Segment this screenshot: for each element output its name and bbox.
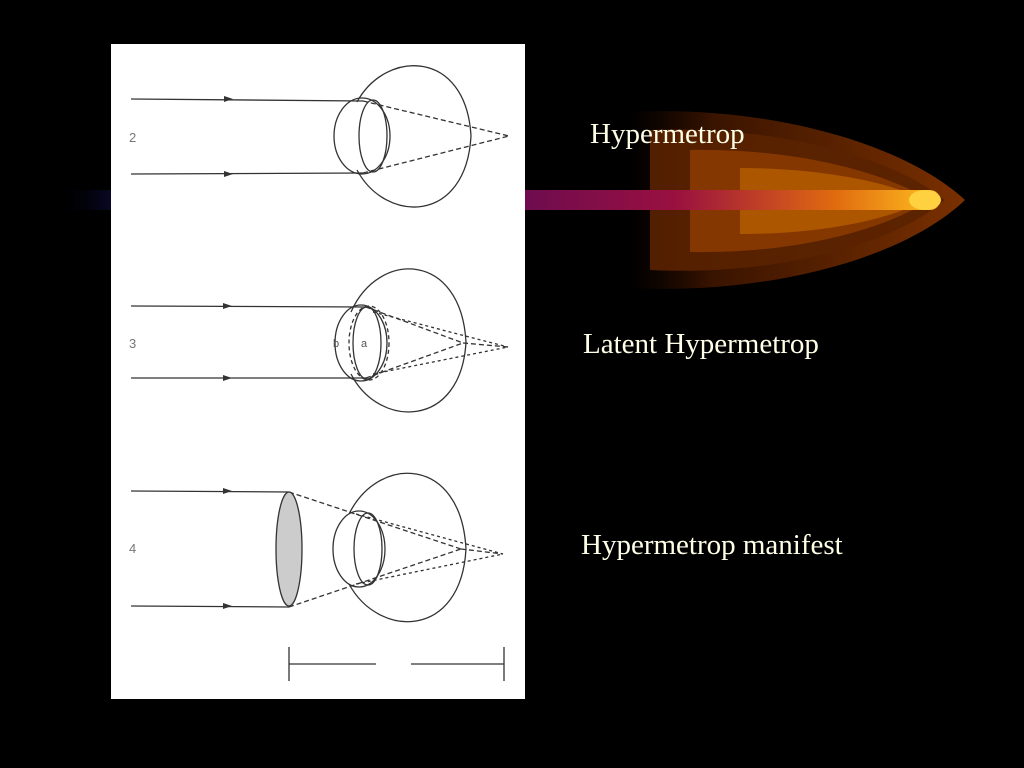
eye-diagram-4 [130,472,504,623]
eyeball-outline [356,65,472,208]
panel-number-3: 3 [129,336,136,351]
caption-hypermetrop: Hypermetrop [590,118,745,150]
eye-diagram-3 [130,268,509,413]
eye-optics-figure: 2 3 4 b a [111,44,525,699]
scale-bar [288,647,505,681]
caption-hypermetrop-manifest: Hypermetrop manifest [581,529,843,561]
lens-label-a: a [361,338,368,350]
lens-label-b: b [333,338,339,350]
eye-diagram-2 [130,65,510,208]
caption-latent-hypermetrop: Latent Hypermetrop [583,328,819,360]
convex-lens [275,491,303,607]
panel-number-4: 4 [129,541,136,556]
panel-number-2: 2 [129,130,136,145]
eyeball-outline [350,268,467,413]
eyeball-outline [348,472,467,623]
